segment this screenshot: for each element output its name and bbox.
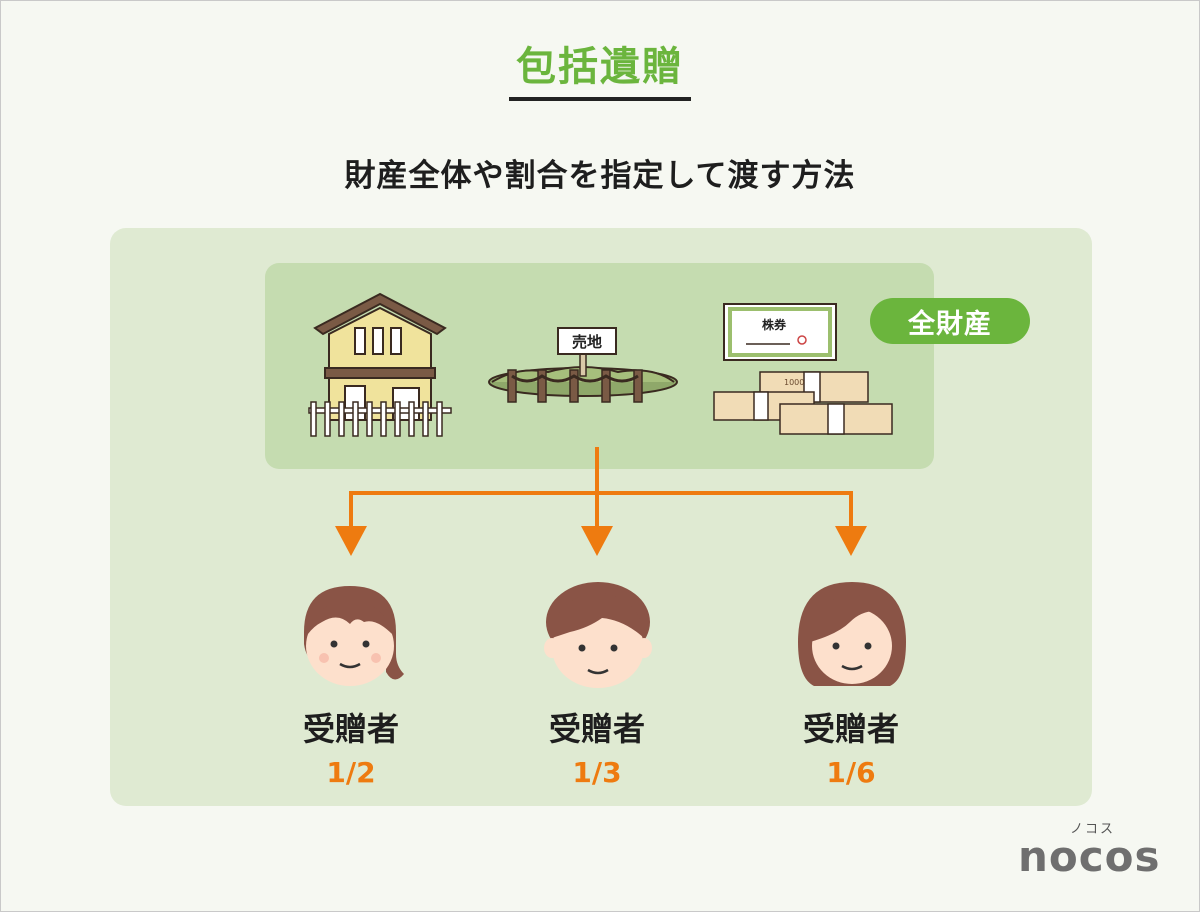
- land-for-sale-icon: 売地: [488, 327, 678, 403]
- woman-bob-icon: [304, 586, 404, 686]
- stock-label: 株券: [762, 317, 787, 332]
- man-icon: [544, 582, 652, 688]
- page-subtitle: 財産全体や割合を指定して渡す方法: [344, 158, 856, 194]
- recipient-2-share: 1/3: [572, 756, 622, 789]
- recipient-1-share: 1/2: [326, 756, 376, 789]
- land-sign-text: 売地: [572, 333, 602, 351]
- recipient-3-share: 1/6: [826, 756, 876, 789]
- nocos-logo: nocos: [1018, 832, 1161, 881]
- recipient-2-role: 受贈者: [548, 710, 645, 748]
- arrow-head-center: [581, 526, 613, 556]
- page-title: 包括遺贈: [516, 44, 684, 90]
- arrow-head-right: [835, 526, 867, 556]
- woman-long-hair-icon: [798, 582, 906, 686]
- arrow-head-left: [335, 526, 367, 556]
- stocks-and-cash-icon: 株券 1000: [713, 303, 893, 435]
- title-underline: [509, 97, 691, 101]
- logo-ruby: ノコス: [1070, 822, 1116, 837]
- bill-label: 1000: [784, 378, 804, 387]
- all-assets-badge: 全財産: [870, 298, 1030, 344]
- house-icon: [308, 292, 452, 437]
- recipient-1-role: 受贈者: [302, 710, 399, 748]
- recipient-3-role: 受贈者: [802, 710, 899, 748]
